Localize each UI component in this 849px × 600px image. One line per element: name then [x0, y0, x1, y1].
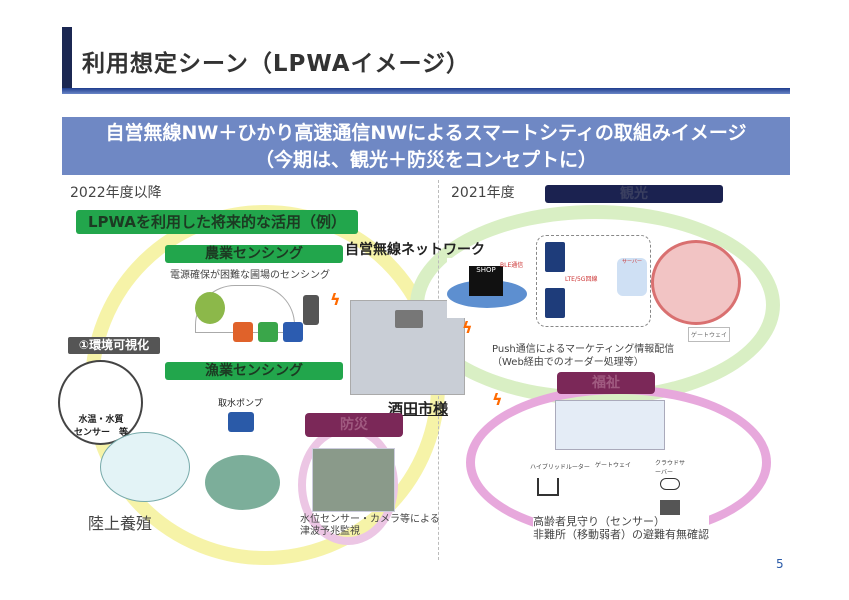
cloud-icon: [660, 478, 680, 490]
push-desc-1: Push通信によるマーケティング情報配信: [492, 344, 675, 355]
fukushi-gateway-label: ゲートウェイ: [595, 462, 632, 469]
fukushi-desc-2: 非難所（移動弱者）の避難有無確認: [533, 528, 709, 541]
bousai-desc-2: 津波予兆監視: [300, 526, 360, 537]
sensor-device-icon: [303, 295, 319, 325]
future-use-label: LPWAを利用した将来的な活用（例）: [76, 210, 358, 234]
ble-label: BLE通信: [500, 262, 524, 269]
year-right: 2021年度: [451, 185, 515, 201]
water-sensor-note: 水温・水質 センサー 等: [73, 415, 128, 438]
thermometer-icon: [233, 322, 253, 342]
gateway-label: ゲートウェイ: [688, 327, 731, 342]
env-visualization-label: ①環境可視化: [68, 337, 160, 354]
coast-camera-photo: [312, 448, 395, 512]
year-left: 2022年度以降: [70, 185, 162, 201]
slide-title: 利用想定シーン（LPWAイメージ）: [82, 51, 471, 77]
city-label: 酒田市様: [388, 400, 449, 418]
bousai-label: 防災: [305, 413, 403, 437]
pump-label: 取水ポンプ: [218, 399, 263, 409]
shop-icon: SHOP: [469, 266, 503, 296]
tourism-flow-panel: LTE/5G回線 サーバー: [536, 235, 651, 327]
fish-tank: [100, 432, 190, 502]
agri-sensing-label: 農業センシング: [165, 245, 343, 263]
house-icon: [537, 478, 559, 496]
fukushi-desc: 高齢者見守り（センサー） 非難所（移動弱者）の避難有無確認: [533, 515, 709, 541]
sea-illustration: [205, 455, 280, 510]
fukushi-label: 福祉: [557, 372, 655, 394]
light-icon: [283, 322, 303, 342]
bousai-desc-1: 水位センサー・カメラ等による: [300, 514, 440, 525]
title-underline: [62, 88, 790, 94]
shop-area: SHOP: [447, 258, 527, 318]
kanko-label: 観光: [545, 185, 723, 203]
phone-icon: [545, 288, 565, 318]
pump-icon: [228, 412, 254, 432]
phone-icon: [545, 242, 565, 272]
server-icon: サーバー: [617, 258, 647, 296]
grapes-icon: [195, 292, 225, 324]
signal-bolt-icon: ϟ: [492, 390, 503, 409]
push-desc-2: （Web経由でのオーダー処理等）: [492, 357, 644, 368]
banner-line1: 自営無線NW＋ひかり高速通信NWによるスマートシティの取組みイメージ: [105, 122, 747, 144]
tourism-map: [651, 240, 741, 325]
water-sensor-circle: [58, 360, 143, 445]
humidity-icon: [258, 322, 278, 342]
lte-label: LTE/5G回線: [565, 276, 598, 283]
banner-line2: （今期は、観光＋防災をコンセプトに）: [254, 149, 597, 171]
sensor-list-panel: [555, 400, 665, 450]
cloud-label: クラウドサーバー: [655, 460, 686, 476]
signal-bolt-icon: ϟ: [462, 318, 473, 337]
fish-sensing-label: 漁業センシング: [165, 362, 343, 380]
gateway-device-icon: [395, 310, 423, 328]
signal-bolt-icon: ϟ: [330, 290, 341, 309]
fukushi-desc-1: 高齢者見守り（センサー）: [533, 515, 665, 528]
banner: 自営無線NW＋ひかり高速通信NWによるスマートシティの取組みイメージ （今期は、…: [62, 117, 790, 175]
router-label: ハイブリッドルーター: [530, 464, 590, 471]
page-number: 5: [776, 557, 784, 571]
push-desc: Push通信によるマーケティング情報配信 （Web経由でのオーダー処理等）: [492, 343, 674, 369]
agri-desc: 電源確保が困難な圃場のセンシング: [170, 270, 330, 281]
bousai-desc: 水位センサー・カメラ等による 津波予兆監視: [300, 514, 440, 538]
title-accent-bar: [62, 27, 72, 93]
network-label: 自営無線ネットワーク: [345, 242, 485, 258]
aquaculture-label: 陸上養殖: [88, 514, 153, 533]
